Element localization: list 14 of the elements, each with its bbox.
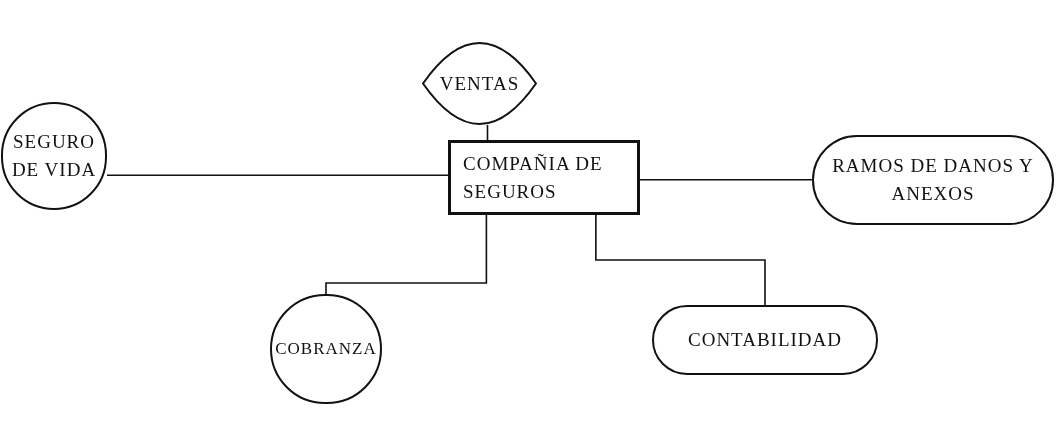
connector-line bbox=[106, 174, 449, 177]
node-label: CONTABILIDAD bbox=[688, 328, 842, 353]
rounded-node bbox=[652, 305, 878, 375]
node-label: COBRANZA bbox=[275, 337, 377, 360]
connector-line bbox=[639, 178, 813, 181]
connector-line bbox=[325, 214, 488, 295]
rounded-node bbox=[812, 135, 1054, 225]
process-box bbox=[448, 140, 640, 215]
node-label: COMPAÑIA DE SEGUROS bbox=[463, 151, 604, 204]
node-label: VENTAS bbox=[439, 71, 520, 96]
lens-shape bbox=[422, 42, 537, 125]
node-label: RAMOS DE DANOS Y ANEXOS bbox=[831, 154, 1035, 206]
node-label: SEGURO DE VIDA bbox=[11, 130, 97, 182]
connector-line bbox=[595, 214, 766, 306]
